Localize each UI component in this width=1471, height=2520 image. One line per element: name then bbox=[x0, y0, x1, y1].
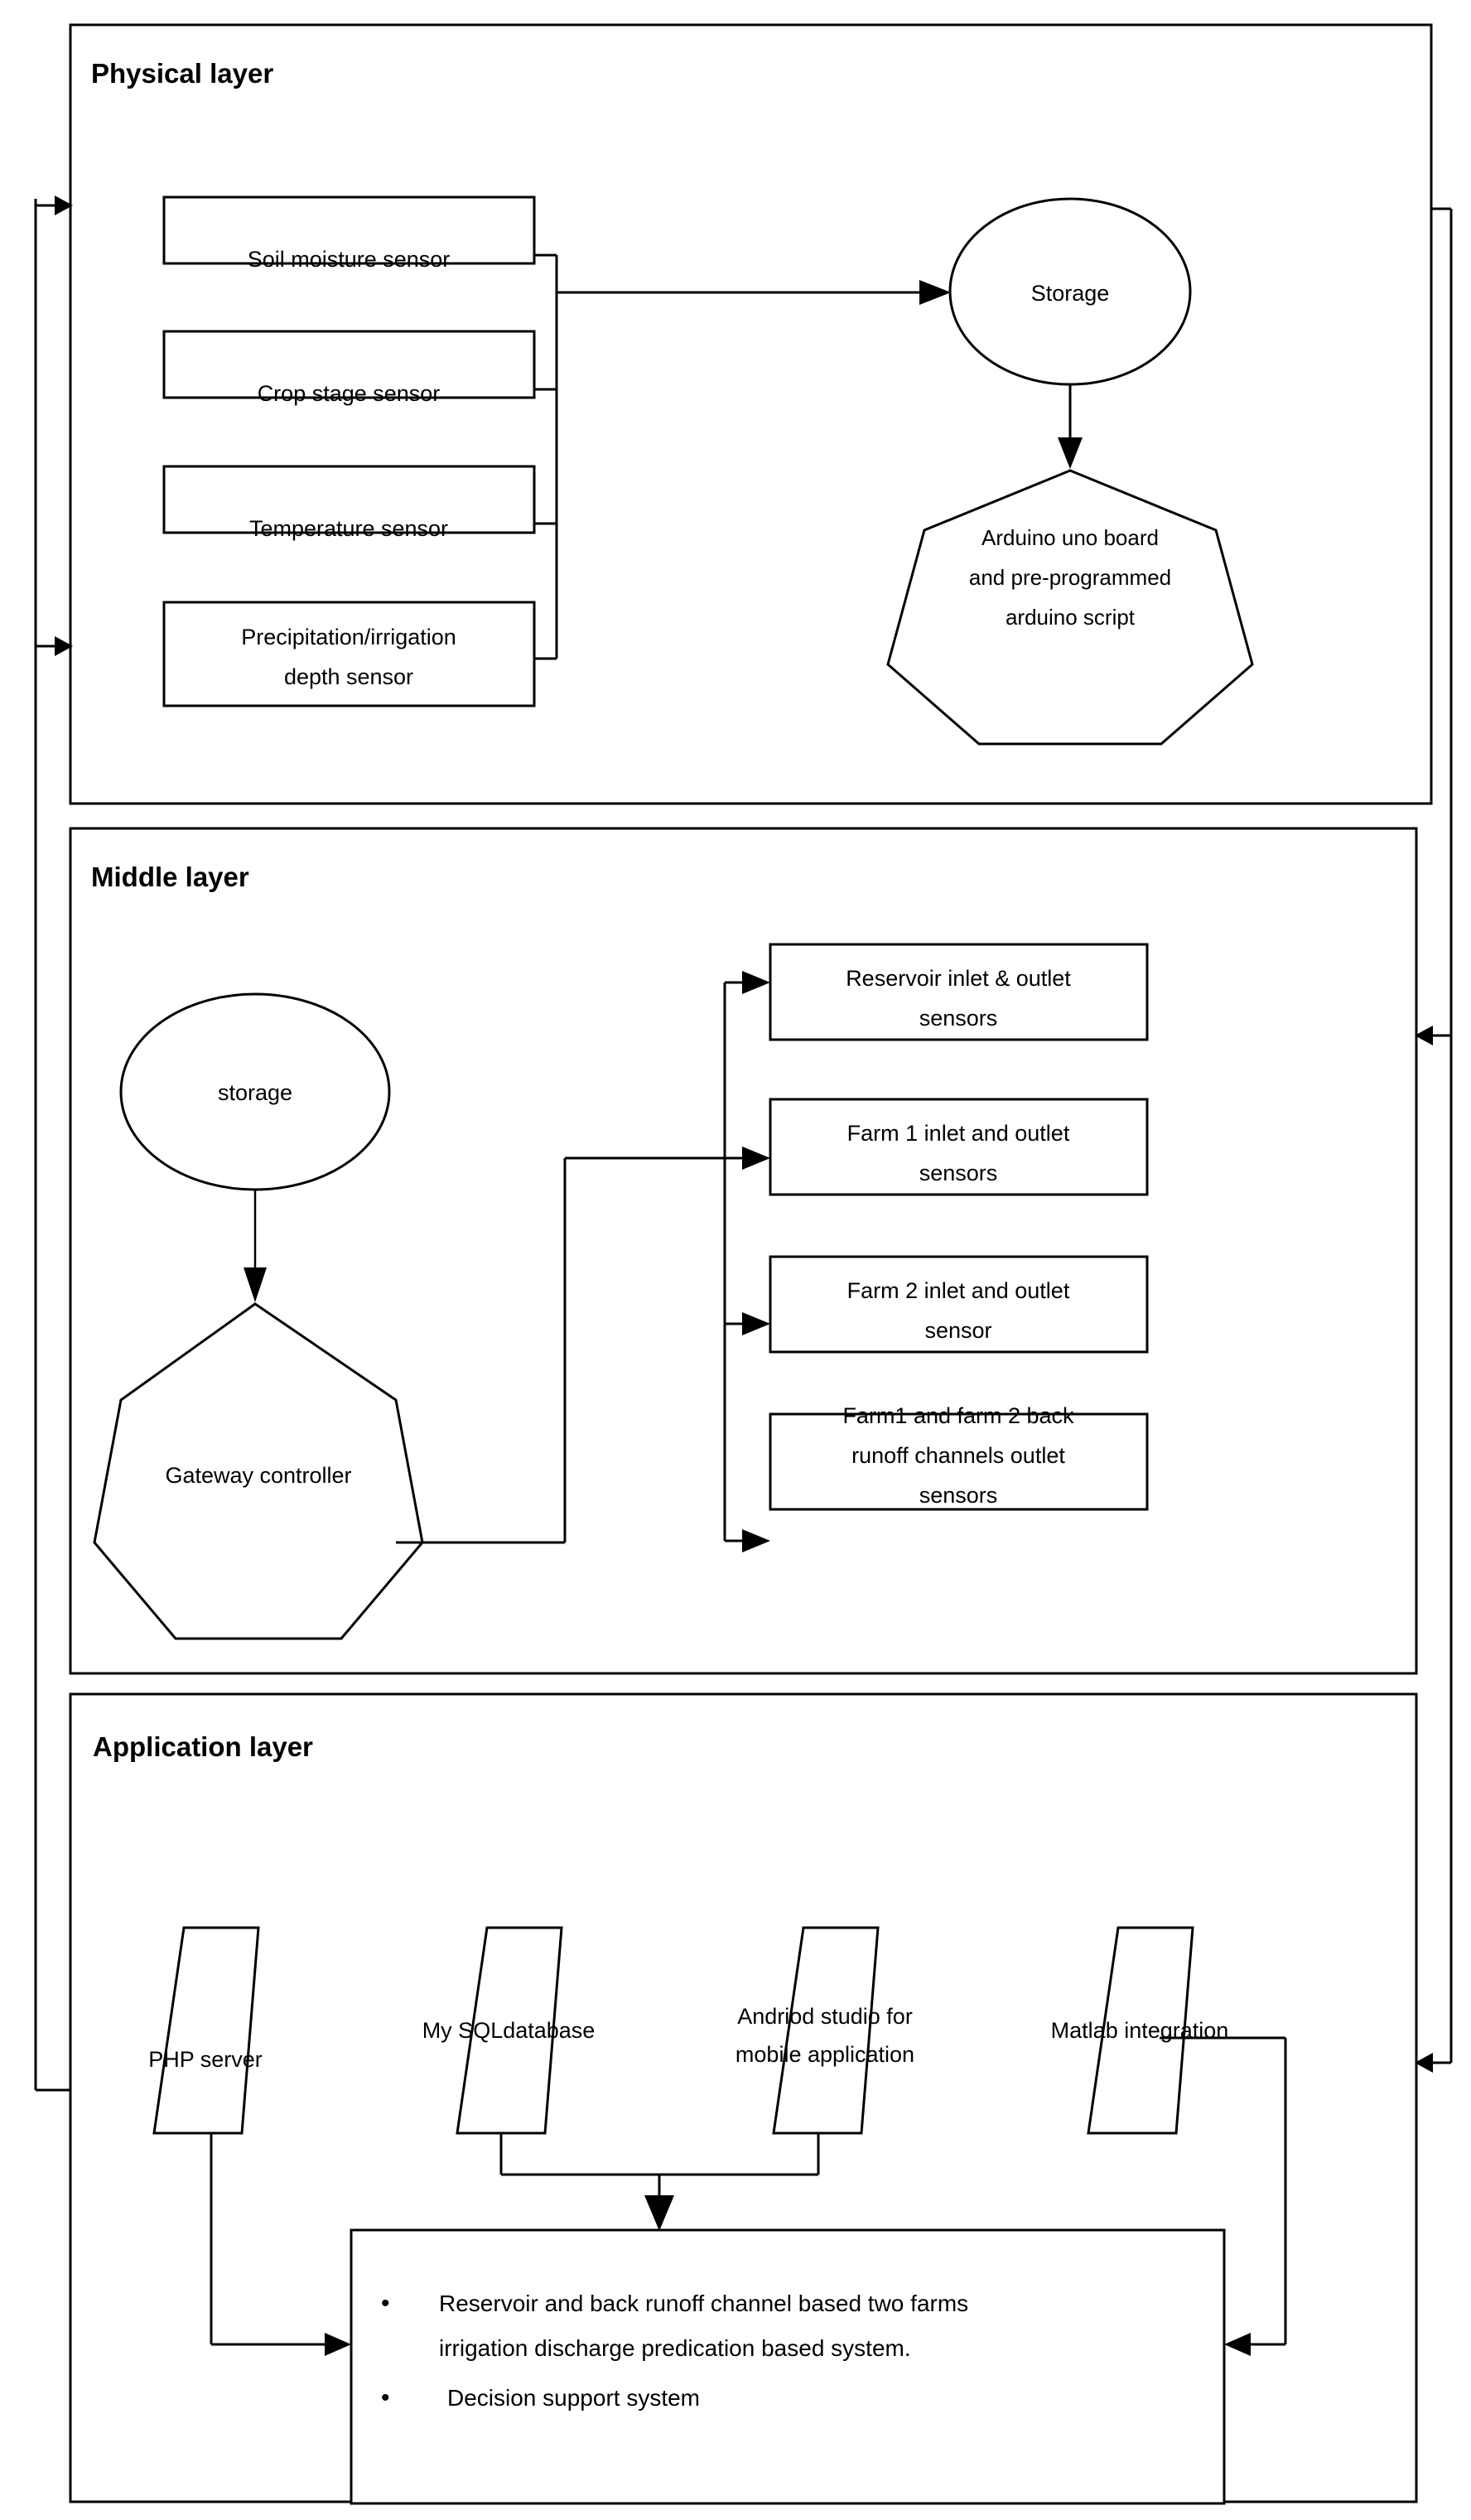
middle-sensor-farm1-line1: Farm 1 inlet and outlet bbox=[847, 1121, 1070, 1146]
sensor-label-crop-stage: Crop stage sensor bbox=[258, 381, 441, 406]
physical-layer-title: Physical layer bbox=[91, 58, 273, 89]
php-to-outcome-connector bbox=[210, 2133, 351, 2356]
matlab-to-outcome-connector bbox=[1160, 2036, 1287, 2356]
outcome-bullet-glyph-1: • bbox=[381, 2290, 390, 2317]
outcome-bullet-box[interactable] bbox=[350, 2228, 1226, 2505]
middle-sensor-farm2-line1: Farm 2 inlet and outlet bbox=[847, 1278, 1070, 1303]
arduino-label-line3: arduino script bbox=[1006, 605, 1136, 630]
middle-sensor-runoff-line3: sensors bbox=[919, 1483, 998, 1508]
middle-storage-label: storage bbox=[218, 1080, 292, 1105]
middle-layer-title: Middle layer bbox=[91, 862, 249, 892]
outcome-bullet-2-line1: Decision support system bbox=[447, 2385, 700, 2411]
arrow-storage-to-arduino-head bbox=[1058, 437, 1083, 469]
application-layer-title: Application layer bbox=[93, 1731, 313, 1762]
app-label-android-line1: Andriod studio for bbox=[737, 2004, 913, 2029]
middle-sensor-reservoir-line2: sensors bbox=[919, 1006, 998, 1031]
app-label-android-line2: mobile application bbox=[736, 2042, 914, 2067]
app-component-matlab[interactable] bbox=[1087, 1926, 1194, 2135]
middle-sensor-box-farm1[interactable] bbox=[769, 1098, 1149, 1196]
arrow-storage-to-gateway-head bbox=[244, 1267, 267, 1302]
sensor-label-soil-moisture: Soil moisture sensor bbox=[248, 247, 451, 272]
sensor-box-soil-moisture[interactable] bbox=[162, 196, 536, 265]
physical-layer-frame bbox=[69, 23, 1433, 805]
sensor-box-precipitation[interactable] bbox=[162, 601, 536, 707]
php-arrow-head bbox=[325, 2333, 351, 2356]
outcome-bullet-1-line2: irrigation discharge predication based s… bbox=[439, 2335, 911, 2361]
arrow-sensors-to-storage-head bbox=[919, 280, 951, 305]
left-feedback-arrow-middle-head bbox=[55, 636, 73, 656]
outcome-bullet-1-line1: Reservoir and back runoff channel based … bbox=[439, 2291, 968, 2316]
merge-connector-to-outcome bbox=[499, 2133, 820, 2231]
sensor-label-temperature: Temperature sensor bbox=[249, 516, 448, 541]
middle-sensor-runoff-line1: Farm1 and farm 2 back bbox=[842, 1403, 1074, 1428]
middle-arrow-farm1-head bbox=[742, 1147, 770, 1170]
arduino-label-line2: and pre-programmed bbox=[969, 565, 1171, 590]
middle-sensor-farm1-line2: sensors bbox=[919, 1161, 998, 1185]
right-feedback-arrow-middle-head bbox=[1415, 1026, 1433, 1045]
middle-sensor-reservoir-line1: Reservoir inlet & outlet bbox=[846, 966, 1071, 991]
middle-sensor-box-farm2[interactable] bbox=[769, 1255, 1149, 1354]
arduino-label-line1: Arduino uno board bbox=[981, 525, 1159, 550]
middle-arrow-farm2-head bbox=[742, 1312, 770, 1335]
outcome-bullet-glyph-2: • bbox=[381, 2384, 390, 2411]
sensor-label-precipitation-line2: depth sensor bbox=[284, 664, 413, 689]
middle-sensor-box-reservoir[interactable] bbox=[769, 943, 1149, 1041]
physical-storage-label: Storage bbox=[1031, 281, 1110, 306]
merge-arrow-head bbox=[644, 2195, 674, 2231]
sensor-box-temperature[interactable] bbox=[162, 465, 536, 534]
arduino-heptagon[interactable] bbox=[886, 469, 1254, 746]
middle-sensor-runoff-line2: runoff channels outlet bbox=[851, 1443, 1065, 1468]
middle-arrow-runoff-head bbox=[742, 1529, 770, 1552]
app-component-android-studio[interactable] bbox=[772, 1926, 880, 2135]
global-feedback-loops bbox=[34, 196, 1453, 2092]
matlab-arrow-head bbox=[1224, 2333, 1251, 2356]
sensor-box-crop-stage[interactable] bbox=[162, 330, 536, 399]
sensor-label-precipitation-line1: Precipitation/irrigation bbox=[241, 625, 456, 649]
middle-sensor-box-runoff[interactable] bbox=[769, 1412, 1149, 1511]
app-component-php-server[interactable] bbox=[152, 1926, 260, 2135]
app-label-php-server: PHP server bbox=[148, 2047, 263, 2072]
middle-layer-frame bbox=[69, 827, 1418, 1675]
physical-layer-group: Physical layer Soil moisture sensor Crop… bbox=[69, 23, 1433, 805]
middle-layer-group: Middle layer storage Gateway controller bbox=[69, 827, 1418, 1675]
right-feedback-arrow-application-head bbox=[1415, 2053, 1433, 2073]
gateway-label: Gateway controller bbox=[165, 1463, 351, 1488]
app-label-mysql: My SQLdatabase bbox=[422, 2018, 596, 2043]
middle-arrow-reservoir-head bbox=[742, 971, 770, 994]
gateway-heptagon[interactable] bbox=[93, 1302, 424, 1640]
left-feedback-arrow-physical-head bbox=[55, 196, 73, 215]
app-component-mysql[interactable] bbox=[456, 1926, 563, 2135]
application-layer-group: Application layer PHP server My SQLdatab… bbox=[69, 1692, 1418, 2505]
middle-sensor-farm2-line2: sensor bbox=[924, 1318, 991, 1343]
sensor-bus-connector bbox=[534, 253, 558, 660]
